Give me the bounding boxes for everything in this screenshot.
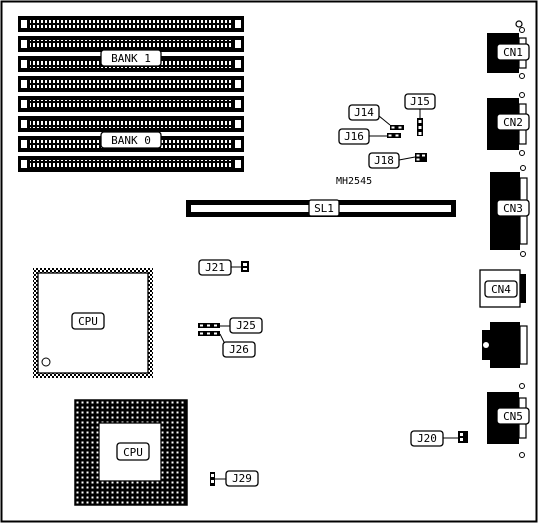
simm-slots	[18, 16, 244, 172]
j21-jumper: J21	[198, 259, 249, 276]
j18-label: J18	[368, 152, 416, 169]
j25-j26-jumpers: J25 J26	[198, 317, 263, 358]
cn4-connector: CN4	[479, 269, 526, 308]
j15-label: J15	[404, 93, 436, 118]
cpu-pga-socket: CPU	[74, 399, 188, 506]
simm-slot	[18, 96, 244, 112]
j14-label: J14	[348, 104, 391, 126]
svg-text:CN4: CN4	[491, 283, 511, 296]
mounting-hole	[515, 20, 523, 28]
jumper-j18	[415, 153, 427, 162]
svg-text:SL1: SL1	[314, 202, 334, 215]
simm-slot	[18, 36, 244, 52]
bank-1-label: BANK 1	[100, 49, 162, 67]
bank-0-label: BANK 0	[100, 131, 162, 149]
svg-text:J25: J25	[236, 319, 256, 332]
simm-slot	[18, 76, 244, 92]
jumper-j14	[390, 125, 404, 130]
svg-text:CN3: CN3	[503, 202, 523, 215]
sl1-slot: SL1	[186, 199, 456, 217]
cpu-qfp-chip: CPU	[33, 268, 153, 378]
svg-text:J29: J29	[232, 472, 252, 485]
svg-text:CN2: CN2	[503, 116, 523, 129]
simm-slot	[18, 16, 244, 32]
svg-text:J15: J15	[410, 95, 430, 108]
audio-connector	[482, 322, 528, 368]
cn2-connector: CN2	[487, 92, 530, 156]
cn5-connector: CN5	[487, 383, 530, 458]
j16-label: J16	[338, 128, 387, 145]
svg-text:J18: J18	[374, 154, 394, 167]
cn3-connector: CN3	[490, 165, 530, 257]
simm-slot	[18, 116, 244, 132]
svg-text:BANK 1: BANK 1	[111, 52, 151, 65]
model-number: MH2545	[336, 176, 372, 187]
j29-jumper: J29	[210, 470, 259, 487]
svg-text:J20: J20	[417, 432, 437, 445]
svg-text:BANK 0: BANK 0	[111, 134, 151, 147]
simm-slot	[18, 156, 244, 172]
cn1-connector: CN1	[487, 27, 530, 79]
j20-jumper: J20	[410, 430, 468, 447]
svg-text:CPU: CPU	[123, 446, 143, 459]
svg-text:CN5: CN5	[503, 410, 523, 423]
svg-text:J21: J21	[205, 261, 225, 274]
jumper-j16	[387, 133, 401, 138]
svg-text:J14: J14	[354, 106, 374, 119]
svg-text:J16: J16	[344, 130, 364, 143]
jumper-j15	[417, 118, 423, 136]
svg-text:CPU: CPU	[78, 315, 98, 328]
svg-text:J26: J26	[229, 343, 249, 356]
svg-text:CN1: CN1	[503, 46, 523, 59]
